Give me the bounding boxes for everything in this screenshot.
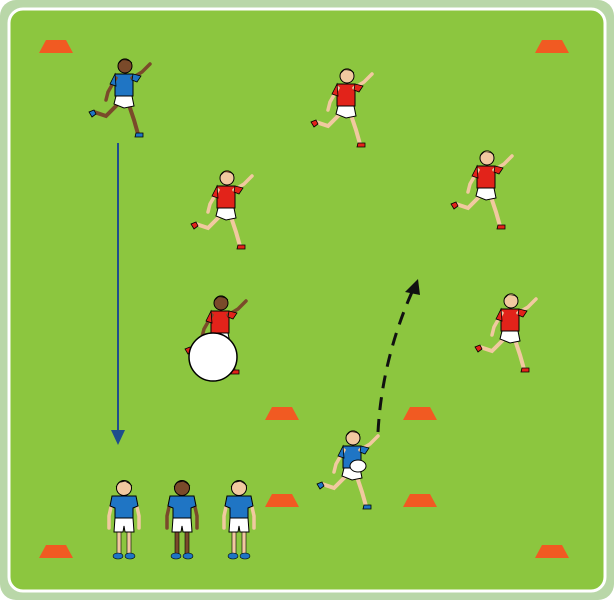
- rugby-ball-icon: [350, 460, 366, 472]
- ball: [189, 333, 237, 381]
